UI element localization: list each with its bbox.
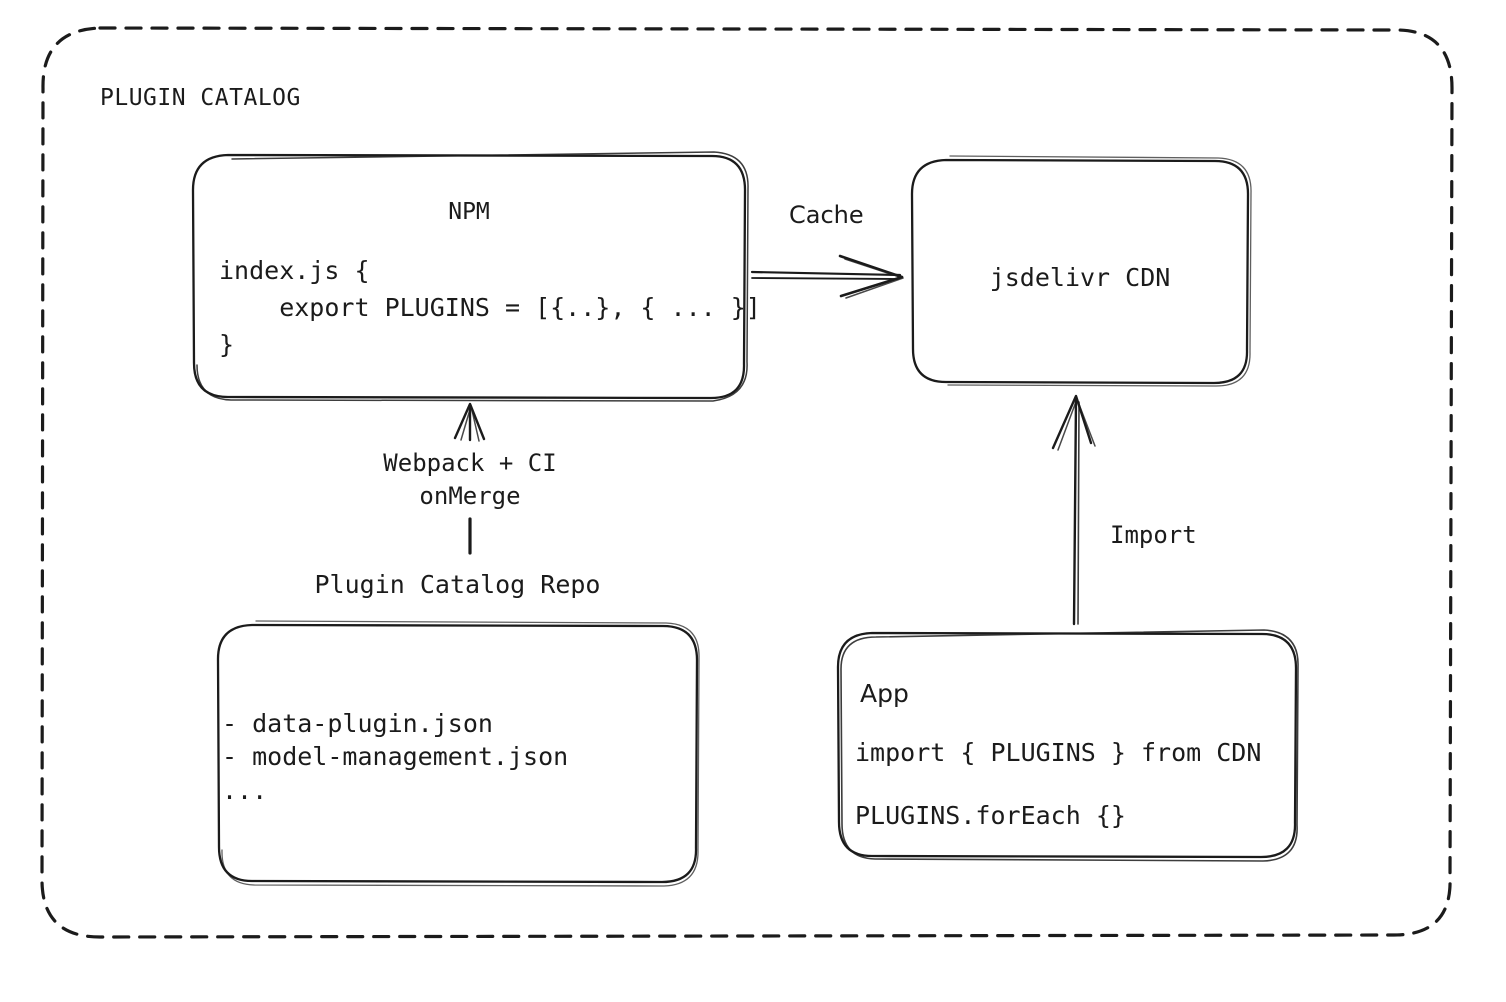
webpack-edge-arrowhead xyxy=(453,402,486,441)
import-edge-line-sketch xyxy=(1077,401,1080,625)
npm-node-code: index.js { export PLUGINS = [{..}, { ...… xyxy=(219,256,761,359)
import-edge-line xyxy=(1072,396,1078,626)
cache-edge-label: Cache xyxy=(789,201,864,229)
app-node-import-line: import { PLUGINS } from CDN xyxy=(855,738,1262,767)
app-node-title: App xyxy=(860,679,909,708)
repo-node-file-list: - data-plugin.json - model-management.js… xyxy=(222,709,569,805)
cache-edge-line xyxy=(750,270,902,277)
cache-edge-arrowhead xyxy=(838,254,904,298)
webpack-edge-label: Webpack + CI onMerge xyxy=(383,449,557,510)
cache-edge-arrowhead-sketch xyxy=(844,258,904,299)
npm-node-title: NPM xyxy=(448,199,490,225)
repo-node-caption: Plugin Catalog Repo xyxy=(314,570,601,599)
webpack-edge-arrowhead-sketch xyxy=(460,405,480,442)
cdn-node-title: jsdelivr CDN xyxy=(989,263,1171,292)
import-edge-arrowhead xyxy=(1051,394,1093,450)
cache-edge-line-sketch xyxy=(751,277,899,280)
app-node-foreach-line: PLUGINS.forEach {} xyxy=(855,801,1126,830)
group-title: PLUGIN CATALOG xyxy=(100,85,301,111)
import-edge-arrowhead-sketch xyxy=(1057,398,1096,451)
import-edge-label: Import xyxy=(1110,521,1197,549)
